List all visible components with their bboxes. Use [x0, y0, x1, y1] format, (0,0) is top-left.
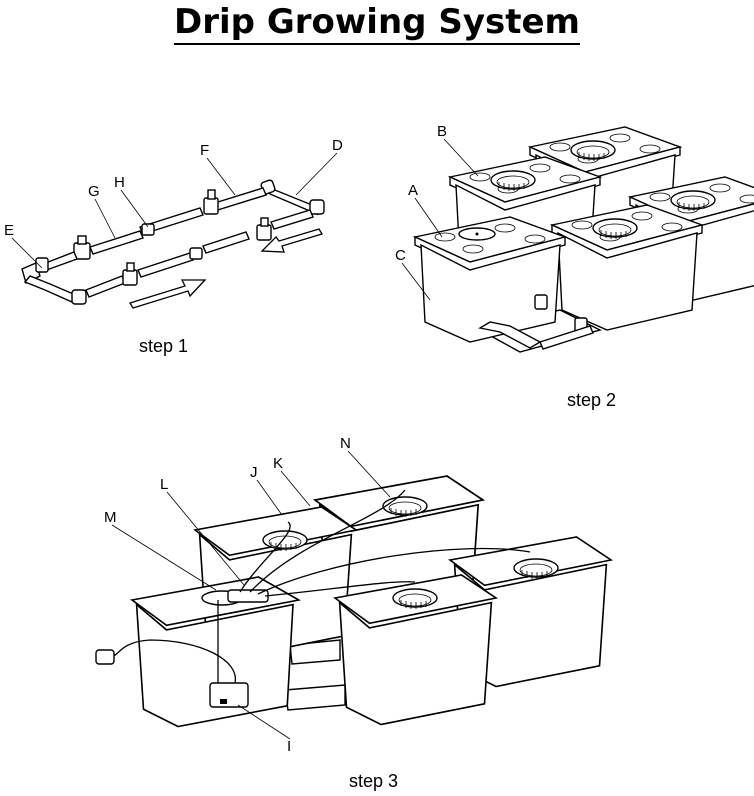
label-K: K [273, 455, 283, 472]
step-3-labels: I J K L M N [104, 435, 391, 755]
label-G: G [88, 183, 100, 200]
step-3-system [95, 475, 614, 728]
page-title: Drip Growing System [174, 0, 580, 45]
step-1-labels: D E F G H [4, 137, 343, 269]
label-A: A [408, 182, 418, 199]
label-I: I [287, 738, 291, 755]
label-N: N [340, 435, 351, 452]
label-L: L [160, 476, 168, 493]
label-F: F [200, 142, 209, 159]
page-title-wrapper: Drip Growing System [0, 0, 754, 45]
label-C: C [395, 247, 406, 264]
label-M: M [104, 509, 117, 526]
step-1-pipe-assembly [21, 179, 325, 309]
label-J: J [250, 464, 258, 481]
label-B: B [437, 123, 447, 140]
step-2-buckets [414, 126, 754, 353]
step-1-caption: step 1 [139, 336, 189, 356]
label-E: E [4, 222, 14, 239]
step-2-caption: step 2 [567, 390, 617, 410]
step-3-caption: step 3 [349, 771, 399, 791]
step-2-labels: A B C [395, 123, 479, 301]
label-H: H [114, 174, 125, 191]
label-D: D [332, 137, 343, 154]
